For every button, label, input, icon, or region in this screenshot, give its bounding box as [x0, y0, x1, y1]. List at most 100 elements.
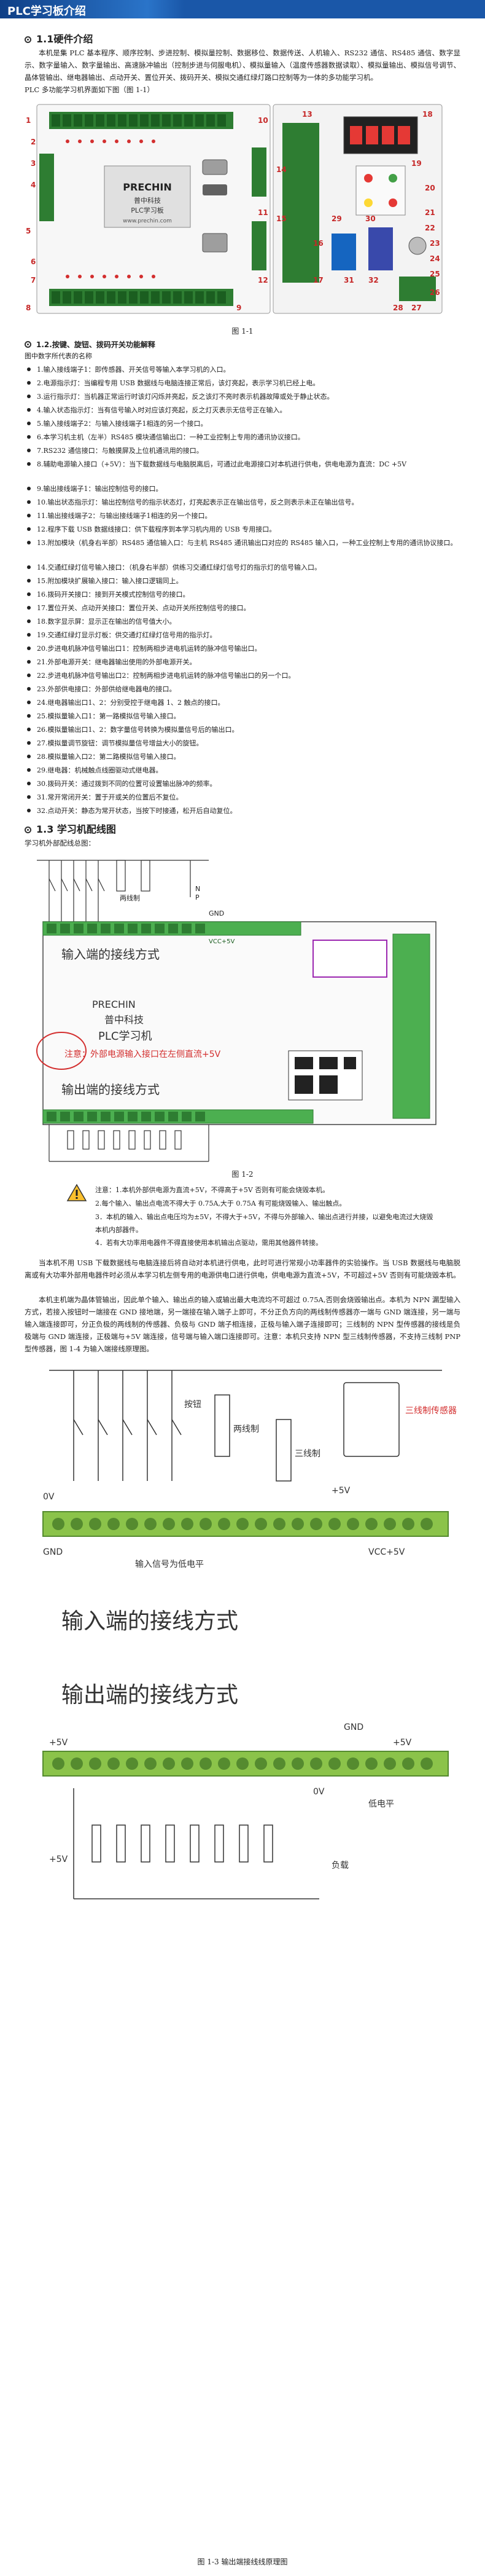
model-label: PLC学习机	[98, 1030, 152, 1043]
warning-line: 注意：外部电源输入接口在左侧直流+5V	[64, 1049, 221, 1059]
board-subbrand: 普中科技	[134, 196, 161, 205]
legend-item-text: 23.外部供电接口：外部供给继电器电的接口。	[37, 685, 176, 693]
legend-item: 28.模拟量输入口2：第二路模拟信号输入接口。	[25, 751, 460, 763]
legend-item: 13.附加模块（机身右半部）RS485 通信输入口：与主机 RS485 通讯输出…	[25, 537, 460, 549]
legend-item-text: 31.常开常闭开关：置于开或关的位置后不复位。	[37, 793, 183, 801]
legend-item-text: 6.本学习机主机（左半）RS485 模块通信输出口：一种工业控制上专用的通讯协议…	[37, 433, 305, 441]
zero-v-label-1: 0V	[43, 1492, 55, 1502]
legend-item: 19.交通红绿灯显示灯板：供交通灯红绿灯信号用的指示灯。	[25, 629, 460, 642]
bullet-dot-icon	[27, 367, 31, 371]
legend-item-text: 22.步进电机脉冲信号输出口2：控制两相步进电机运转的脉冲信号输出口的另一个口。	[37, 672, 295, 680]
legend-item-text: 30.拨码开关：通过拨到不同的位置可设置输出脉冲的频率。	[37, 780, 217, 788]
bullet-dot-icon	[27, 768, 31, 772]
p-label: P	[195, 893, 200, 901]
legend-item: 20.步进电机脉冲信号输出口1：控制两相步进电机运转的脉冲信号输出口。	[25, 643, 460, 655]
legend-item-text: 10.输出状态指示灯：输出控制信号的指示状态灯，灯亮起表示正在输出信号，反之则表…	[37, 498, 359, 506]
bullet-dot-icon	[27, 422, 31, 425]
svg-text:12: 12	[258, 276, 268, 285]
legend-item: 25.模拟量输入口1：第一路模拟信号输入接口。	[25, 710, 460, 723]
legend-item: 27.模拟量调节旋钮：调节模拟量信号增益大小的旋钮。	[25, 737, 460, 750]
legend-item: 23.外部供电接口：外部供给继电器电的接口。	[25, 683, 460, 696]
legend-item: 31.常开常闭开关：置于开或关的位置后不复位。	[25, 791, 460, 804]
legend-item-text: 25.模拟量输入口1：第一路模拟信号输入接口。	[37, 712, 180, 720]
bullet-dot-icon	[27, 673, 31, 677]
bullet-dot-icon	[27, 633, 31, 637]
figure-caption-1-3: 图 1-3 输出端接线线原理图	[197, 2558, 288, 2566]
legend-item: 5.输入接线端子2：与输入接线端子1相连的另一个接口。	[25, 418, 460, 430]
svg-text:2: 2	[31, 138, 36, 146]
bullet-dot-icon	[27, 500, 31, 504]
two-wire-vertical: 两线制	[233, 1424, 259, 1434]
svg-text:3: 3	[31, 159, 36, 168]
bullet-dot-icon	[27, 435, 31, 439]
bullet-dot-icon	[27, 408, 31, 412]
bullet-dot-icon	[27, 395, 31, 398]
section-heading-buttons: 1.2.按键、旋钮、拨码开关功能解释	[25, 339, 155, 350]
svg-text:31: 31	[344, 276, 354, 285]
legend-item: 1.输入接线端子1：即传感器、开关信号等输入本学习机的入口。	[25, 364, 460, 376]
legend-item-text: 9.输出接线端子1：输出控制信号的接口。	[37, 485, 163, 493]
svg-text:17: 17	[313, 276, 324, 285]
svg-text:29: 29	[332, 214, 342, 223]
plus5v-label-2: +5V	[49, 1738, 68, 1748]
bullet-circle-icon	[25, 341, 31, 348]
output-wiring-big-title: 输出端的接线方式	[61, 1683, 238, 1708]
svg-text:5: 5	[26, 227, 31, 235]
legend-item-text: 12.程序下载 USB 数据线接口：供下载程序到本学习机内用的 USB 专用接口…	[37, 525, 276, 533]
bullet-dot-icon	[27, 606, 31, 610]
button-label: 按钮	[184, 1400, 201, 1410]
legend-item: 17.置位开关、点动开关接口：置位开关、点动开关所控制信号的接口。	[25, 602, 460, 615]
legend-item: 10.输出状态指示灯：输出控制信号的指示状态灯，灯亮起表示正在输出信号，反之则表…	[25, 497, 460, 509]
section-heading-text: 1.2.按键、旋钮、拨码开关功能解释	[36, 340, 155, 349]
svg-text:20: 20	[425, 184, 435, 192]
plus5v-label-3: +5V	[393, 1738, 412, 1748]
section-heading-text: 1.3 学习机配线图	[36, 823, 116, 835]
svg-text:28: 28	[393, 304, 403, 312]
bullet-dot-icon	[27, 646, 31, 650]
svg-text:21: 21	[425, 208, 435, 217]
bullet-dot-icon	[27, 755, 31, 758]
svg-text:26: 26	[430, 288, 440, 297]
legend-item-text: 24.继电器输出口1、2：分别受控于继电器 1、2 触点的接口。	[37, 699, 225, 707]
bullet-dot-icon	[27, 809, 31, 812]
svg-text:14: 14	[276, 165, 287, 174]
legend-item-text: 27.模拟量调节旋钮：调节模拟量信号增益大小的旋钮。	[37, 739, 203, 747]
bullet-dot-icon	[27, 701, 31, 704]
legend-item-text: 7.RS232 通信接口：与触摸屏及上位机通讯用的接口。	[37, 447, 203, 455]
zero-v-label-2: 0V	[313, 1787, 325, 1797]
legend-item-text: 4.输入状态指示灯：当有信号输入时对应该灯亮起，反之灯灭表示无信号正在输入。	[37, 406, 287, 414]
header-tab	[0, 0, 184, 18]
bullet-dot-icon	[27, 782, 31, 785]
board-illustration: PRECHIN 普中科技 PLC学习板 www.prechin.com 1234…	[25, 98, 454, 320]
plus5v-label-1: +5V	[332, 1486, 351, 1496]
bullet-dot-icon	[27, 514, 31, 517]
svg-text:27: 27	[411, 304, 422, 312]
legend-item-text: 21.外部电源开关：继电器输出使用的外部电源开关。	[37, 658, 196, 666]
bullet-dot-icon	[27, 592, 31, 596]
legend-item: 4.输入状态指示灯：当有信号输入时对应该灯亮起，反之灯灭表示无信号正在输入。	[25, 404, 460, 417]
bullet-dot-icon	[27, 687, 31, 691]
bullet-dot-icon	[27, 741, 31, 745]
bullet-circle-icon	[25, 827, 31, 833]
legend-item: 21.外部电源开关：继电器输出使用的外部电源开关。	[25, 656, 460, 669]
brand-cn: 普中科技	[104, 1014, 144, 1026]
low-level-label: 低电平	[368, 1799, 394, 1809]
legend-item-text: 3.运行指示灯：当机器正常运行时该灯闪烁并亮起，反之该灯不亮时表示机器故障或处于…	[37, 393, 334, 401]
legend-item-text: 17.置位开关、点动开关接口：置位开关、点动开关所控制信号的接口。	[37, 604, 250, 612]
svg-text:24: 24	[430, 254, 440, 263]
three-wire-sensor-label: 三线制传感器	[405, 1405, 457, 1416]
section-heading-wiring: 1.3 学习机配线图	[25, 821, 116, 836]
caution-note: 2.每个输入、输出点电流不得大于 0.75A,大于 0.75A 有可能烧毁输入、…	[95, 1200, 346, 1208]
legend-item: 30.拨码开关：通过拨到不同的位置可设置输出脉冲的频率。	[25, 778, 460, 790]
input-wiring-big-title: 输入端的接线方式	[61, 1609, 238, 1634]
gnd-label-top: GND	[209, 909, 224, 917]
legend-item-text: 14.交通红绿灯信号输入接口：（机身右半部）供练习交通红绿灯信号灯的指示灯的信号…	[37, 564, 321, 571]
bullet-circle-icon	[25, 36, 31, 43]
vcc-label-top: VCC+5V	[209, 938, 235, 945]
svg-text:10: 10	[258, 116, 268, 125]
hardware-figure-reference: PLC 多功能学习机界面如下图（图 1-1）	[25, 85, 155, 94]
bullet-dot-icon	[27, 565, 31, 569]
legend-item-text: 28.模拟量输入口2：第二路模拟信号输入接口。	[37, 753, 180, 761]
gnd-label-2: GND	[344, 1722, 363, 1732]
bullet-dot-icon	[27, 714, 31, 718]
